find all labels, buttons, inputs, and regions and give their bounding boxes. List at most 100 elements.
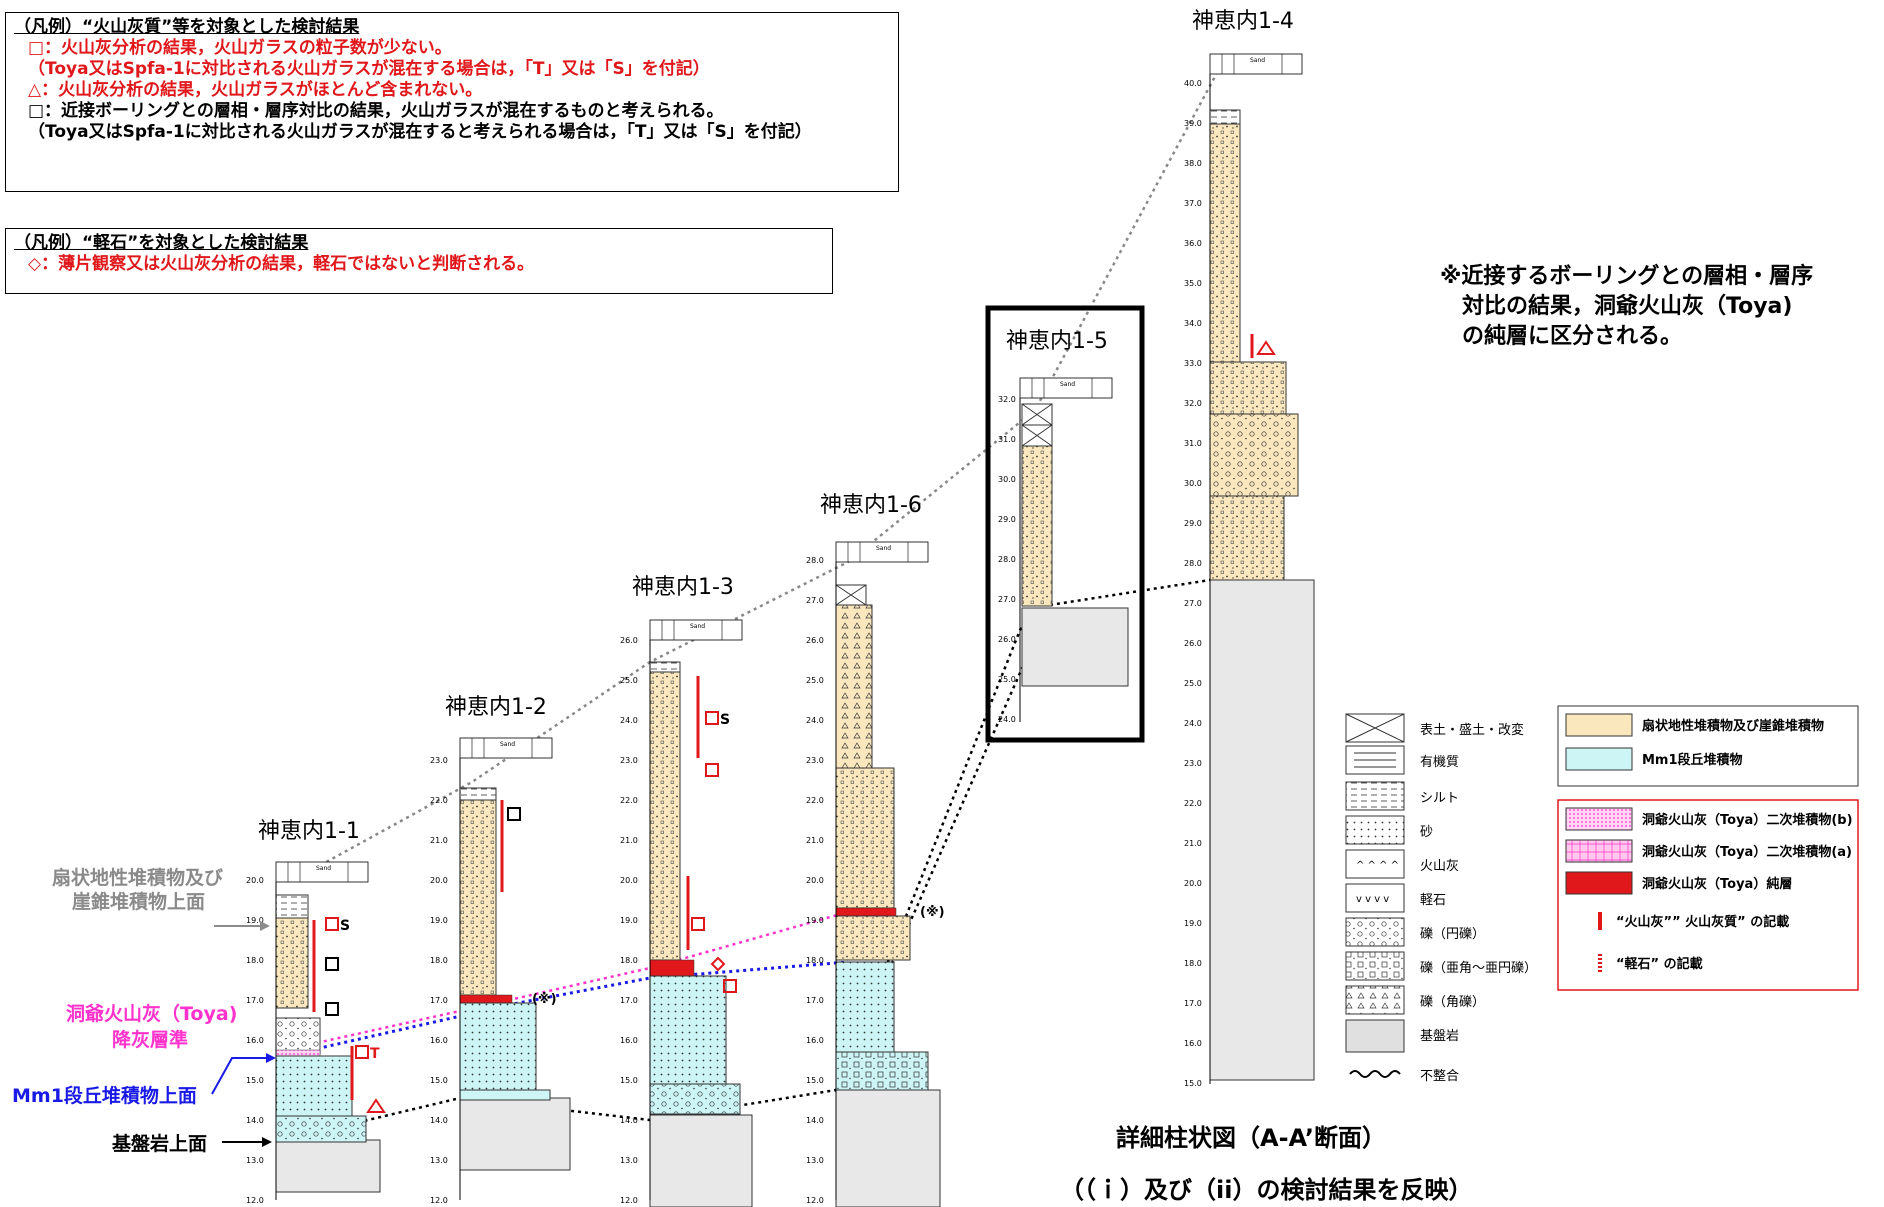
tick-label: 26.0: [1184, 639, 1202, 648]
toya-label: 洞爺火山灰（Toya）二次堆積物(b): [1642, 812, 1853, 828]
arrow-head-icon: [262, 1137, 272, 1147]
fan-pattern: [460, 800, 496, 995]
tick-label: 15.0: [1184, 1079, 1202, 1088]
glass-mixed-marker: [325, 1002, 339, 1016]
tick-label: 18.0: [430, 956, 448, 965]
bedrock-block: [835, 1089, 941, 1207]
tick-label: 20.0: [1184, 879, 1202, 888]
note-line-3: の純層に区分される。: [1462, 324, 1683, 349]
tick-label: 14.0: [246, 1116, 264, 1125]
legend-ash-box: （凡例）“火山灰質”等を対象とした検討結果 □：火山灰分析の結果，火山ガラスの粒…: [5, 12, 899, 192]
tick-label: 30.0: [998, 475, 1016, 484]
pink-grid-icon: [1565, 839, 1633, 863]
tick-label: 13.0: [430, 1156, 448, 1165]
fan-swatch: [1565, 713, 1633, 737]
lith-label: シルト: [1420, 791, 1459, 806]
tick-label: 23.0: [1184, 759, 1202, 768]
glass-mixed-marker: [325, 957, 339, 971]
tick-label: 29.0: [1184, 519, 1202, 528]
tick-label: 15.0: [246, 1076, 264, 1085]
ref-mark: (※): [532, 992, 557, 1007]
bedrock-block: [649, 1114, 753, 1207]
legend-ash-line-1: □：火山灰分析の結果，火山ガラスの粒子数が少ない。: [28, 38, 452, 58]
header-sand: Sand: [1060, 381, 1075, 388]
borehole-name: 神恵内1-6: [820, 493, 922, 518]
note-text: ※近接するボーリングとの層相・層序 対比の結果，洞爺火山灰（Toya) の純層に…: [1440, 262, 1813, 352]
toya-line: [275, 910, 849, 1054]
toya-legend: 洞爺火山灰（Toya）二次堆積物(b) 洞爺火山灰（Toya）二次堆積物(a) …: [1557, 799, 1859, 991]
tick-label: 25.0: [998, 675, 1016, 684]
fan-gravel-pattern: [1210, 414, 1298, 496]
glass-mixed-marker: [507, 807, 521, 821]
silt-top: [459, 787, 497, 801]
marker-s: S: [720, 712, 730, 728]
tick-label: 17.0: [620, 996, 638, 1005]
tick-label: 27.0: [998, 595, 1016, 604]
fan-top-label-2: 崖錐堆積物上面: [72, 890, 205, 913]
tick-label: 19.0: [430, 916, 448, 925]
tick-label: 20.0: [246, 876, 264, 885]
correlation-lines: [275, 57, 1227, 1144]
red-fill-icon: [1565, 871, 1633, 895]
fan-top-line: [307, 57, 1227, 874]
subangular-gravel-icon: [1345, 951, 1405, 981]
bedrock-block: [1209, 579, 1315, 1081]
tick-label: 15.0: [806, 1076, 824, 1085]
tick-label: 20.0: [806, 876, 824, 885]
pink-layer: [275, 1049, 321, 1057]
tick-label: 17.0: [1184, 999, 1202, 1008]
tick-label: 14.0: [430, 1116, 448, 1125]
wavy-line-icon: [1349, 1070, 1401, 1078]
header-sand: Sand: [500, 741, 515, 748]
arrow-head-icon: [260, 921, 270, 931]
toya-label-2: 降灰層準: [112, 1028, 188, 1051]
tick-label: 16.0: [806, 1036, 824, 1045]
caption-line-2: （（ｉ）及び（ii）の検討結果を反映）: [1060, 1176, 1473, 1204]
borehole-name: 神恵内1-1: [258, 819, 360, 844]
glass-few-marker: [723, 979, 737, 993]
toya-label-1: 洞爺火山灰（Toya): [66, 1002, 237, 1025]
borehole-1-1: 神恵内1-1 Sand 12.0 13.0 14.0 15.0 16.0 17.…: [246, 819, 386, 1205]
glass-few-marker: [705, 711, 719, 725]
no-glass-triangle: [366, 1098, 386, 1113]
header-sand: Sand: [876, 545, 891, 552]
fan-top-label-1: 扇状地性堆積物及び: [52, 866, 223, 889]
bedrock-block: [1021, 607, 1129, 687]
column-header: Sand: [835, 541, 929, 563]
tick-label: 27.0: [1184, 599, 1202, 608]
note-line-2: 対比の結果，洞爺火山灰（Toya): [1462, 294, 1793, 319]
glass-few-marker: [325, 917, 339, 931]
round-gravel-icon: [1345, 917, 1405, 947]
tick-label: 16.0: [1184, 1039, 1202, 1048]
tick-label: 18.0: [806, 956, 824, 965]
gravel-pattern: [276, 1018, 320, 1054]
tick-label: 19.0: [806, 916, 824, 925]
tick-label: 33.0: [1184, 359, 1202, 368]
tick-label: 23.0: [806, 756, 824, 765]
tick-label: 21.0: [806, 836, 824, 845]
toya-pure-layer: [459, 994, 513, 1004]
tick-label: 19.0: [620, 916, 638, 925]
tick-label: 25.0: [620, 676, 638, 685]
fan-lower-pattern: [836, 768, 894, 908]
mm1-arrow: [211, 1057, 268, 1095]
lith-label: 不整合: [1420, 1069, 1459, 1084]
terrace-gravel-pattern: [650, 1084, 740, 1114]
header-sand: Sand: [690, 623, 705, 630]
fan-mid-pattern: [1210, 362, 1286, 414]
tick-label: 22.0: [430, 796, 448, 805]
fan-lower-pattern: [1210, 496, 1284, 580]
column-header: Sand: [1209, 53, 1303, 75]
cross-mark: [1021, 403, 1053, 447]
tick-label: 17.0: [806, 996, 824, 1005]
terrace-gravel-pattern: [276, 1116, 366, 1142]
tick-label: 18.0: [620, 956, 638, 965]
borehole-name: 神恵内1-5: [1006, 329, 1108, 354]
borehole-name: 神恵内1-4: [1192, 9, 1294, 34]
tick-label: 15.0: [620, 1076, 638, 1085]
tick-label: 12.0: [620, 1196, 638, 1205]
tick-label: 38.0: [1184, 159, 1202, 168]
silt-top: [649, 661, 681, 673]
tick-label: 24.0: [1184, 719, 1202, 728]
tick-label: 20.0: [430, 876, 448, 885]
